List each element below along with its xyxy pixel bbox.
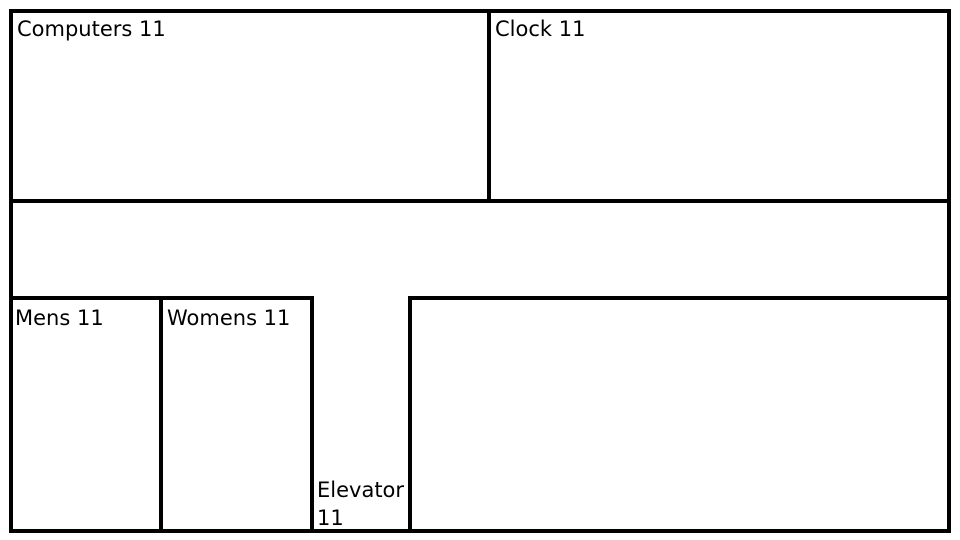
outer-wall [9,9,951,533]
room-label-mens: Mens 11 [15,306,104,330]
room-label-computers: Computers 11 [17,17,166,41]
room-label-elevator: Elevator 11 [317,478,405,530]
room-label-womens: Womens 11 [167,306,291,330]
room-label-clock: Clock 11 [495,17,586,41]
